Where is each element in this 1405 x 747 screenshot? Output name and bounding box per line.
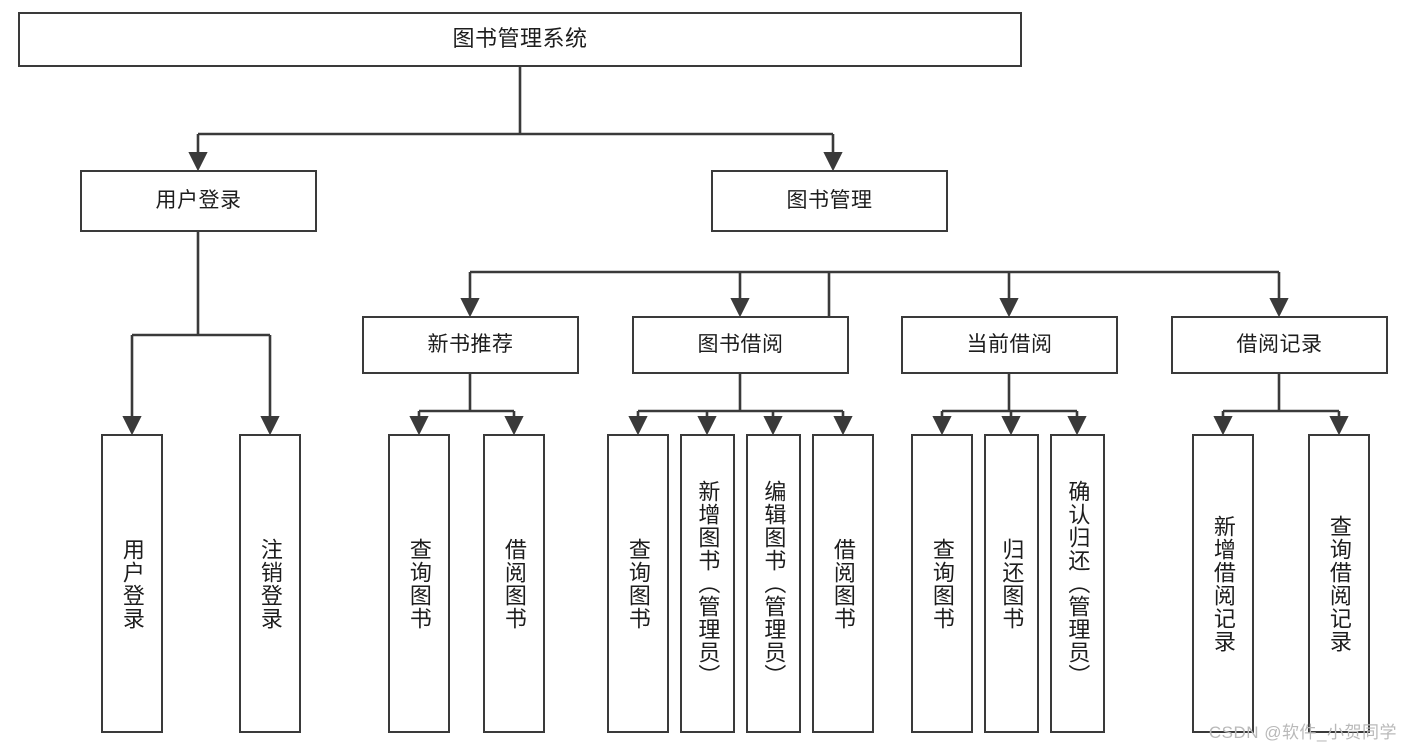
node-leaf-query-book-current[interactable]: 查询图书: [911, 434, 973, 733]
node-user-login[interactable]: 用户登录: [80, 170, 317, 232]
node-book-manage-label: 图书管理: [786, 189, 873, 213]
node-leaf-query-record[interactable]: 查询借阅记录: [1308, 434, 1370, 733]
csdn-watermark: CSDN @软件_小贺同学: [1208, 723, 1397, 742]
node-book-manage[interactable]: 图书管理: [711, 170, 948, 232]
node-leaf-logout-label: 注销登录: [257, 537, 283, 630]
node-leaf-add-record-label: 新增借阅记录: [1210, 514, 1236, 653]
node-new-book-rec-label: 新书推荐: [427, 333, 514, 357]
node-book-borrow[interactable]: 图书借阅: [632, 316, 849, 374]
node-leaf-query-book-rec[interactable]: 查询图书: [388, 434, 450, 733]
node-current-borrow-label: 当前借阅: [966, 333, 1053, 357]
node-leaf-user-login[interactable]: 用户登录: [101, 434, 163, 733]
node-leaf-borrow-book-rec[interactable]: 借阅图书: [483, 434, 545, 733]
node-root-label: 图书管理系统: [452, 26, 588, 52]
node-leaf-user-login-label: 用户登录: [119, 537, 145, 630]
node-leaf-confirm-return-label: 确认归还（管理员）: [1065, 480, 1091, 687]
node-leaf-query-record-label: 查询借阅记录: [1326, 514, 1352, 653]
node-new-book-rec[interactable]: 新书推荐: [362, 316, 579, 374]
node-user-login-label: 用户登录: [155, 189, 242, 213]
node-leaf-add-book-label: 新增图书（管理员）: [695, 480, 721, 687]
node-leaf-edit-book[interactable]: 编辑图书（管理员）: [746, 434, 801, 733]
node-leaf-borrow-book-rec-label: 借阅图书: [501, 537, 527, 630]
node-leaf-edit-book-label: 编辑图书（管理员）: [761, 480, 787, 687]
node-leaf-add-book[interactable]: 新增图书（管理员）: [680, 434, 735, 733]
node-leaf-query-book-borrow[interactable]: 查询图书: [607, 434, 669, 733]
node-book-borrow-label: 图书借阅: [697, 333, 784, 357]
node-borrow-record-label: 借阅记录: [1236, 333, 1323, 357]
node-current-borrow[interactable]: 当前借阅: [901, 316, 1118, 374]
node-leaf-return-book[interactable]: 归还图书: [984, 434, 1039, 733]
node-leaf-logout[interactable]: 注销登录: [239, 434, 301, 733]
node-root[interactable]: 图书管理系统: [18, 12, 1022, 67]
node-borrow-record[interactable]: 借阅记录: [1171, 316, 1388, 374]
node-leaf-query-book-current-label: 查询图书: [929, 537, 955, 630]
node-leaf-query-book-borrow-label: 查询图书: [625, 537, 651, 630]
node-leaf-query-book-rec-label: 查询图书: [406, 537, 432, 630]
node-leaf-return-book-label: 归还图书: [999, 537, 1025, 630]
node-leaf-confirm-return[interactable]: 确认归还（管理员）: [1050, 434, 1105, 733]
node-leaf-add-record[interactable]: 新增借阅记录: [1192, 434, 1254, 733]
node-leaf-borrow-book-label: 借阅图书: [830, 537, 856, 630]
node-leaf-borrow-book[interactable]: 借阅图书: [812, 434, 874, 733]
